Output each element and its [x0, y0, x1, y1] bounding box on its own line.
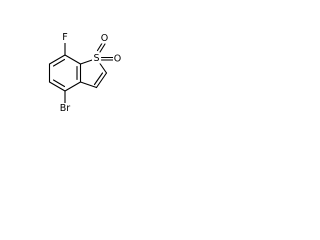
- bond-c5-c4: [48, 81, 66, 92]
- atom-bromine: Br: [60, 103, 71, 114]
- bond-c7-c6-inner: [52, 58, 66, 67]
- bond-c3-c3a: [79, 81, 98, 89]
- bond-s-o1-b: [96, 41, 104, 52]
- atom-oxygen-1: O: [101, 33, 108, 44]
- bond-c2-c3-inner: [93, 72, 104, 86]
- chemical-structure: F S O O Br: [48, 32, 122, 114]
- bond-c2-c3: [95, 72, 108, 89]
- atom-labels: F S O O Br: [58, 32, 122, 114]
- atom-fluorine: F: [62, 32, 67, 43]
- bond-c5-c4-inner: [52, 79, 66, 88]
- bond-c4-c3a: [64, 81, 82, 92]
- bond-c7a-c7: [64, 54, 82, 65]
- atom-oxygen-2: O: [114, 54, 121, 65]
- atom-sulfur: S: [93, 53, 99, 64]
- bond-s-o1-a: [99, 43, 106, 53]
- bond-c7-c6: [48, 54, 66, 65]
- bond-group: [48, 40, 114, 104]
